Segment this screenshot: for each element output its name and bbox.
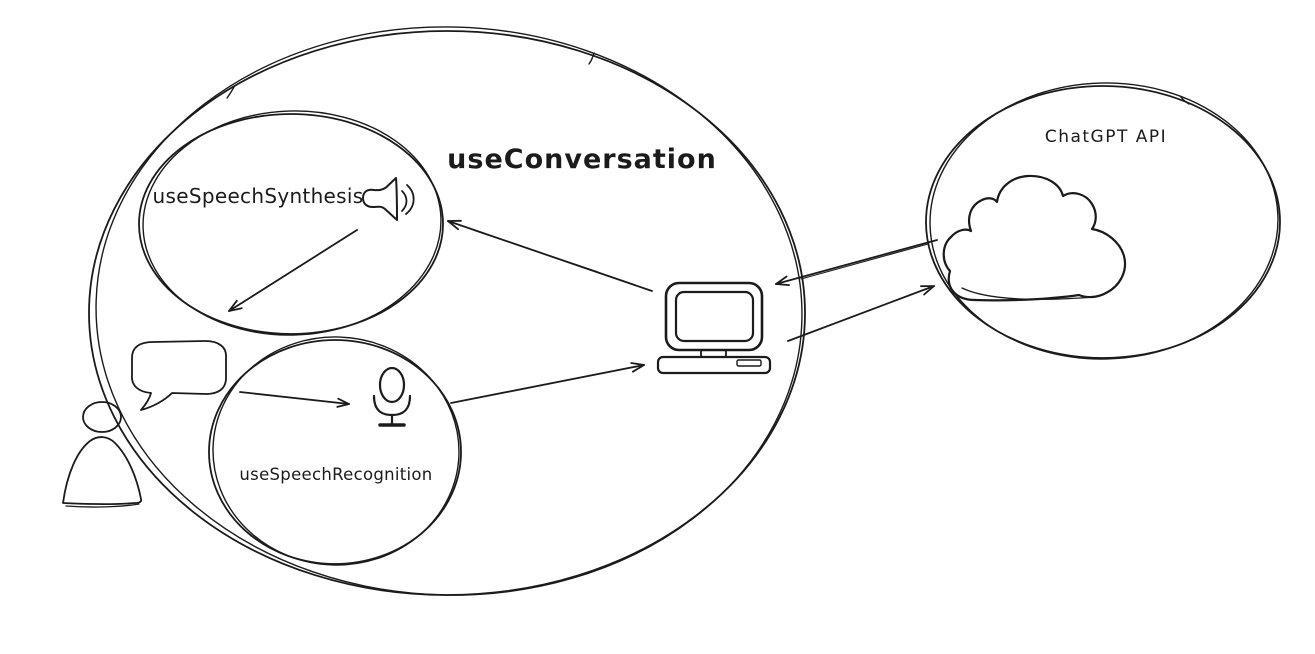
arrow-computer-to-speaker xyxy=(447,219,653,292)
arrow-cloud-to-computer xyxy=(775,239,938,286)
usespeechsynthesis-label: useSpeechSynthesis xyxy=(153,184,364,208)
computer-slot xyxy=(736,359,762,367)
cloud-icon xyxy=(942,174,1127,302)
computer-icon xyxy=(656,281,772,375)
person-icon xyxy=(62,401,143,508)
microphone-icon xyxy=(372,366,412,427)
arrow-computer-to-cloud xyxy=(787,285,935,342)
speaker-icon xyxy=(362,177,415,221)
chatgpt-api-label: ChatGPT API xyxy=(1045,127,1167,147)
sketch-tick xyxy=(588,52,595,65)
useconversation-ellipse xyxy=(88,26,806,596)
sketch-tick xyxy=(226,86,235,99)
arrow-speaker-to-user xyxy=(228,229,358,312)
useconversation-label: useConversation xyxy=(447,144,717,175)
usespeechrecognition-ellipse xyxy=(208,336,462,566)
usespeechsynthesis-ellipse xyxy=(138,110,444,336)
arrow-microphone-to-computer xyxy=(450,362,645,404)
speech-bubble-icon xyxy=(131,340,227,411)
sketch-tick xyxy=(1179,95,1190,105)
chatgpt-api-ellipse xyxy=(925,82,1281,360)
arrow-bubble-to-microphone xyxy=(239,391,350,408)
usespeechrecognition-label: useSpeechRecognition xyxy=(239,465,432,484)
